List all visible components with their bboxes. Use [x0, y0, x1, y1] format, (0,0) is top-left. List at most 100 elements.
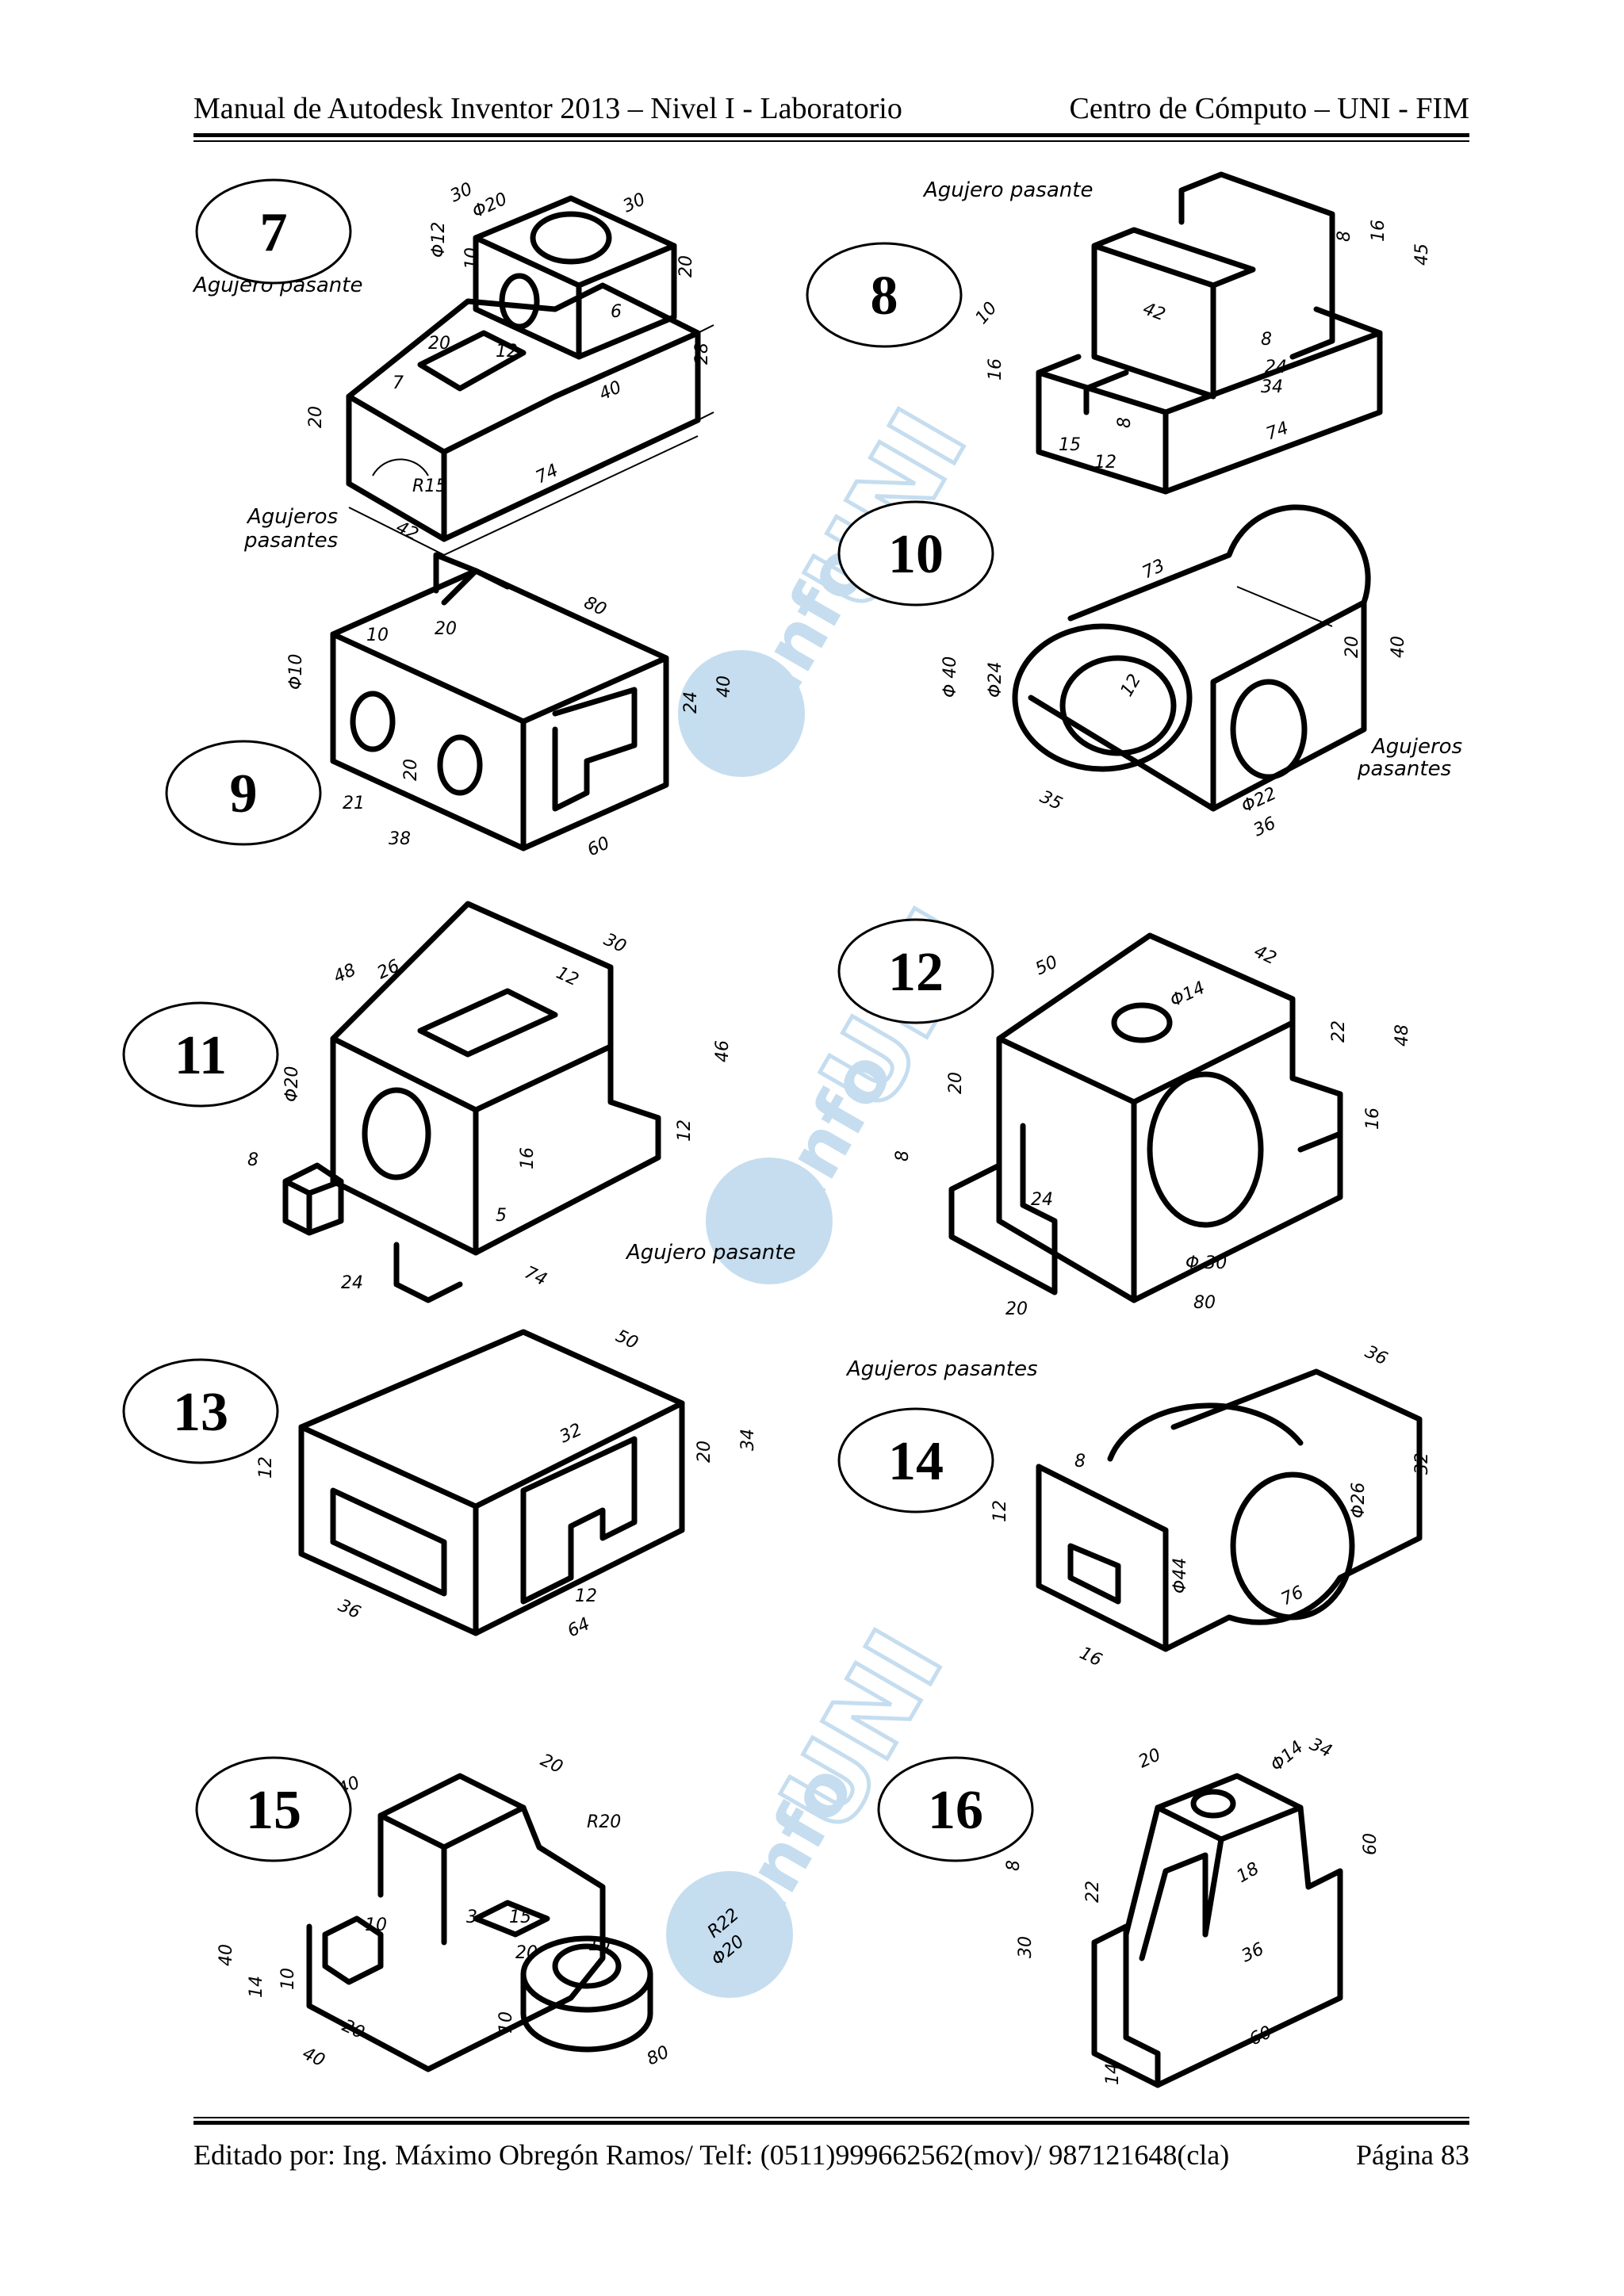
svg-text:20: 20 — [946, 1072, 966, 1094]
svg-text:Φ10: Φ10 — [286, 654, 306, 690]
exercise-13-drawing — [298, 1329, 685, 1636]
svg-text:20: 20 — [676, 255, 696, 277]
svg-text:11: 11 — [174, 1025, 227, 1086]
svg-text:20: 20 — [401, 759, 421, 781]
svg-text:36: 36 — [1239, 1939, 1267, 1966]
svg-text:26: 26 — [374, 956, 403, 983]
svg-text:10: 10 — [462, 247, 482, 270]
svg-text:20: 20 — [1005, 1299, 1028, 1319]
exercise-14-labels: 36 8 32 Φ26 12 Φ44 76 16 — [990, 1342, 1432, 1670]
svg-text:13: 13 — [173, 1382, 228, 1443]
svg-text:10: 10 — [971, 298, 1001, 328]
exercise-10-note-line1: Agujeros — [1370, 735, 1462, 759]
svg-text:16: 16 — [1363, 1108, 1383, 1130]
svg-text:5: 5 — [496, 1206, 507, 1226]
svg-text:20: 20 — [339, 2016, 367, 2043]
svg-text:36: 36 — [1362, 1342, 1390, 1369]
exercise-number-10: 10 — [837, 500, 994, 607]
svg-text:76: 76 — [1278, 1582, 1307, 1609]
svg-text:10: 10 — [278, 1968, 298, 1990]
svg-text:R20: R20 — [587, 1812, 621, 1832]
exercise-number-12: 12 — [837, 918, 994, 1024]
svg-text:50: 50 — [1032, 952, 1061, 979]
svg-text:Φ 30: Φ 30 — [1185, 1253, 1227, 1273]
svg-text:24: 24 — [1265, 358, 1287, 377]
svg-text:46: 46 — [713, 1040, 733, 1062]
exercise-11-drawing — [282, 901, 661, 1303]
exercise-12-note: Agujeros pasantes — [845, 1357, 1038, 1381]
svg-text:40: 40 — [299, 2044, 327, 2071]
svg-text:10: 10 — [365, 1915, 387, 1935]
footer-rule — [193, 2121, 1469, 2125]
svg-text:Φ26: Φ26 — [1349, 1483, 1369, 1518]
svg-text:32: 32 — [1412, 1452, 1432, 1475]
svg-text:8: 8 — [871, 266, 898, 327]
svg-text:20: 20 — [306, 406, 326, 428]
exercise-8-note: Agujero pasante — [922, 178, 1093, 202]
svg-text:28: 28 — [692, 342, 712, 365]
footer-rule-thin — [193, 2117, 1469, 2118]
svg-text:36: 36 — [335, 1596, 363, 1623]
svg-text:6: 6 — [611, 302, 622, 322]
svg-text:30: 30 — [600, 930, 629, 957]
svg-text:34: 34 — [1261, 377, 1283, 397]
svg-text:60: 60 — [1361, 1833, 1381, 1855]
svg-text:20: 20 — [537, 1751, 565, 1777]
svg-text:40: 40 — [216, 1944, 236, 1966]
exercise-10-note-line2: pasantes — [1357, 757, 1451, 781]
svg-text:40: 40 — [1388, 636, 1408, 658]
svg-text:Φ44: Φ44 — [1170, 1558, 1190, 1594]
svg-text:8: 8 — [247, 1150, 259, 1170]
svg-text:74: 74 — [1264, 419, 1292, 445]
exercise-16-drawing — [1091, 1773, 1343, 2088]
page-number: Página 83 — [1356, 2139, 1469, 2171]
exercise-15-drawing — [306, 1773, 653, 2072]
svg-text:Φ20: Φ20 — [282, 1066, 302, 1102]
svg-text:9: 9 — [230, 763, 258, 825]
exercise-7-drawing — [346, 195, 714, 556]
svg-text:8: 8 — [1261, 330, 1272, 350]
svg-text:30: 30 — [1016, 1936, 1036, 1958]
svg-text:34: 34 — [738, 1429, 758, 1451]
svg-text:8: 8 — [893, 1150, 913, 1161]
svg-text:12: 12 — [675, 1119, 695, 1142]
svg-text:15: 15 — [1059, 435, 1081, 455]
exercise-number-8: 8 — [806, 242, 963, 348]
exercise-14-drawing — [1036, 1368, 1423, 1652]
svg-text:35: 35 — [1036, 787, 1065, 814]
svg-text:24: 24 — [1031, 1190, 1053, 1210]
svg-text:48: 48 — [331, 960, 359, 987]
svg-text:Φ20: Φ20 — [469, 189, 511, 223]
exercise-number-14: 14 — [837, 1407, 994, 1513]
svg-text:Φ12: Φ12 — [429, 222, 449, 258]
svg-text:15: 15 — [509, 1908, 531, 1927]
svg-text:20: 20 — [1136, 1745, 1164, 1772]
svg-text:Φ14: Φ14 — [1267, 1737, 1308, 1775]
footer-editor: Editado por: Ing. Máximo Obregón Ramos/ … — [193, 2139, 1230, 2171]
svg-text:18: 18 — [1234, 1859, 1263, 1888]
svg-text:8: 8 — [1335, 231, 1354, 242]
svg-text:10: 10 — [888, 524, 944, 585]
svg-text:8: 8 — [1115, 417, 1135, 428]
svg-text:20: 20 — [428, 334, 450, 354]
header-rule-thin — [193, 140, 1469, 142]
svg-text:7: 7 — [393, 373, 404, 393]
svg-text:14: 14 — [247, 1976, 266, 1998]
exercise-number-15: 15 — [195, 1756, 352, 1862]
svg-text:20: 20 — [435, 619, 457, 639]
exercise-number-16: 16 — [877, 1756, 1034, 1862]
svg-text:12: 12 — [1117, 671, 1146, 700]
svg-text:74: 74 — [521, 1263, 550, 1290]
exercise-8-drawing — [1036, 171, 1383, 495]
svg-text:20: 20 — [1342, 636, 1362, 658]
exercise-9-note-line2: pasantes — [243, 529, 338, 553]
svg-text:3: 3 — [466, 1908, 477, 1927]
svg-text:80: 80 — [1193, 1293, 1216, 1313]
svg-text:24: 24 — [681, 691, 701, 714]
svg-text:42: 42 — [1140, 299, 1168, 325]
svg-text:64: 64 — [565, 1614, 593, 1641]
header-rule — [193, 133, 1469, 137]
svg-text:16: 16 — [518, 1147, 538, 1169]
svg-text:12: 12 — [990, 1500, 1010, 1522]
